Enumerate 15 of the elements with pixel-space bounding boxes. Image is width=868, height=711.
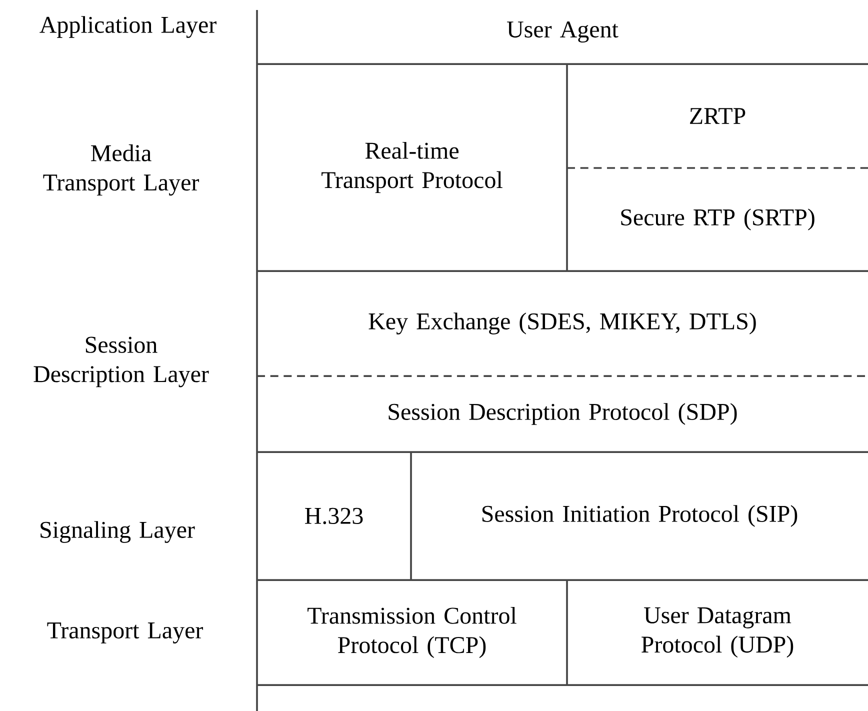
protocol-cell: Transmission Control Protocol (TCP) [257,606,567,686]
layer-label: Session Description Layer [34,336,209,388]
protocol-cell: Real-time Transport Protocol [257,142,567,272]
protocol-cell: User Agent [257,21,868,65]
protocol-cell: Key Exchange (SDES, MIKEY, DTLS) [257,312,868,377]
protocol-cell: ZRTP [566,64,868,169]
layer-label: Transport Layer [47,622,203,644]
layer-label: Signaling Layer [40,521,195,543]
layer-label: Media Transport Layer [43,144,199,196]
protocol-cell: Session Initiation Protocol (SIP) [410,452,868,581]
protocol-cell: Session Description Protocol (SDP) [257,403,868,453]
protocol-cell: User Datagram Protocol (UDP) [566,580,868,686]
protocol-cell: Secure RTP (SRTP) [566,168,868,272]
protocol-cell: H.323 [257,508,411,581]
layer-label: Application Layer [40,16,216,38]
